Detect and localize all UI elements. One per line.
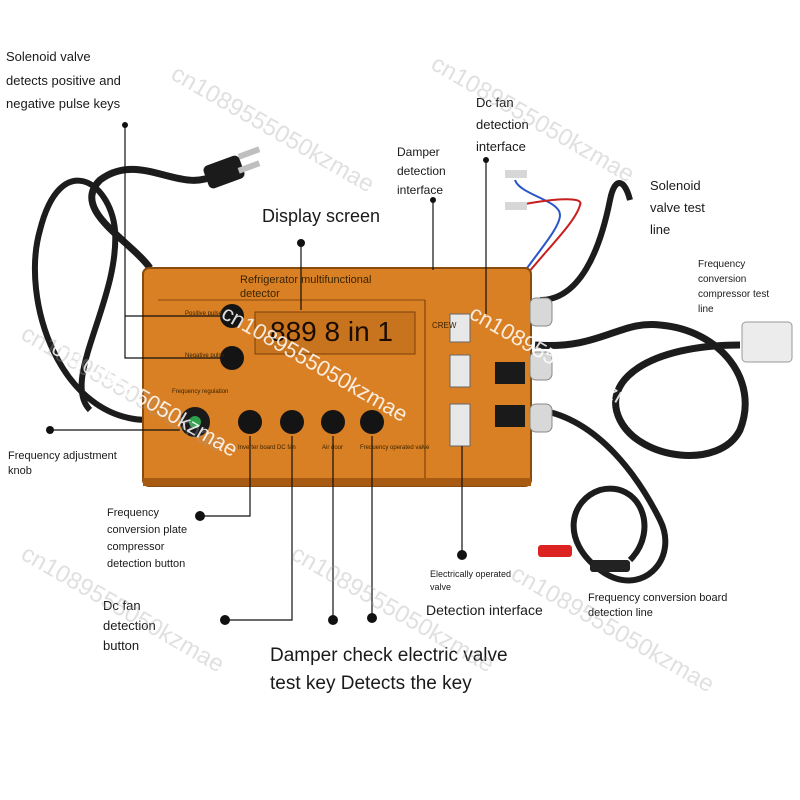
- caption-line-2: test key Detects the key: [270, 673, 472, 694]
- callout-detection-interface: Detection interface: [426, 602, 543, 618]
- cable-gland-1: [529, 297, 553, 327]
- power-plug: [203, 146, 261, 189]
- power-cord: [88, 165, 217, 271]
- panel-airdoor: Air door: [322, 445, 344, 451]
- panel-valve: Frequency operated valve: [360, 445, 430, 451]
- callout-plate-3: compressor: [107, 541, 165, 553]
- callout-compressor-4: line: [698, 304, 714, 315]
- power-cord-loop: [31, 177, 149, 423]
- callout-valve-1: Electrically operated: [430, 569, 512, 579]
- display-text: 889 8 in 1: [270, 316, 393, 347]
- callout-solenoid-line-1: Solenoid: [650, 178, 701, 193]
- display-screen: [254, 311, 416, 355]
- cable-gland-3: [529, 403, 553, 433]
- valve-socket: [449, 403, 471, 447]
- callout-valve-2: valve: [430, 582, 452, 592]
- spade-connector-1: [505, 170, 527, 178]
- compressor-cable: [534, 320, 749, 459]
- negative-pulse-button: [220, 346, 244, 370]
- alligator-clip-red: [538, 545, 572, 557]
- panel-negative: Negative pulse: [185, 353, 225, 359]
- callout-compressor-2: conversion: [698, 274, 747, 285]
- compressor-connector: [741, 321, 793, 363]
- callout-board-line-1: Frequency conversion board: [588, 592, 728, 604]
- cable-gland-2: [529, 351, 553, 381]
- callout-damper-2: detection: [397, 164, 446, 178]
- callout-plate-2: conversion plate: [107, 524, 188, 536]
- callout-damper-3: interface: [397, 183, 444, 197]
- solenoid-test-cable: [539, 180, 633, 303]
- positive-pulse-button: [220, 304, 244, 328]
- damper-button: [321, 410, 345, 434]
- callout-dcfan-btn-1: Dc fan: [103, 598, 141, 613]
- callout-solenoid-keys-2: detects positive and: [6, 73, 121, 88]
- callout-dcfan-3: interface: [476, 139, 526, 154]
- device-body: [142, 267, 532, 487]
- callout-solenoid-line-3: line: [650, 222, 671, 237]
- callout-solenoid-keys-3: negative pulse keys: [6, 96, 121, 111]
- callout-board-line-2: detection line: [588, 607, 653, 619]
- panel-positive: Positive pulse: [185, 311, 223, 317]
- callout-knob-2: knob: [8, 465, 32, 477]
- damper-socket: [449, 354, 471, 388]
- callout-dcfan-btn-3: button: [103, 638, 140, 653]
- callout-compressor-1: Frequency: [698, 259, 746, 270]
- freq-plate-button: [238, 410, 262, 434]
- callout-dcfan-1: Dc fan: [476, 95, 514, 110]
- caption-line-1: Damper check electric valve: [270, 645, 508, 666]
- device-title-1: Refrigerator multifunctional: [240, 274, 372, 286]
- callout-knob-1: Frequency adjustment: [8, 450, 117, 462]
- callout-plate-4: detection button: [107, 558, 186, 570]
- alligator-clip-black: [590, 560, 630, 572]
- device-title-2: detector: [240, 288, 280, 300]
- callout-dcfan-btn-2: detection: [103, 618, 156, 633]
- callout-dcfan-2: detection: [476, 117, 529, 132]
- panel-freq: Frequency regulation: [172, 389, 229, 395]
- callout-plate-1: Frequency: [107, 507, 159, 519]
- dc-fan-socket: [449, 313, 471, 343]
- dc-fan-button: [280, 410, 304, 434]
- callout-display-screen: Display screen: [262, 206, 381, 226]
- callout-solenoid-line-2: valve test: [650, 200, 705, 215]
- callout-compressor-3: compressor test: [698, 289, 770, 300]
- spade-connector-2: [505, 202, 527, 210]
- board-cable: [539, 407, 669, 584]
- panel-crew: CREW: [432, 321, 457, 330]
- panel-inverter: Inverter board DC fan: [238, 445, 296, 451]
- valve-button: [360, 410, 384, 434]
- callout-damper-1: Damper: [397, 145, 440, 159]
- callout-solenoid-keys-1: Solenoid valve: [6, 49, 91, 64]
